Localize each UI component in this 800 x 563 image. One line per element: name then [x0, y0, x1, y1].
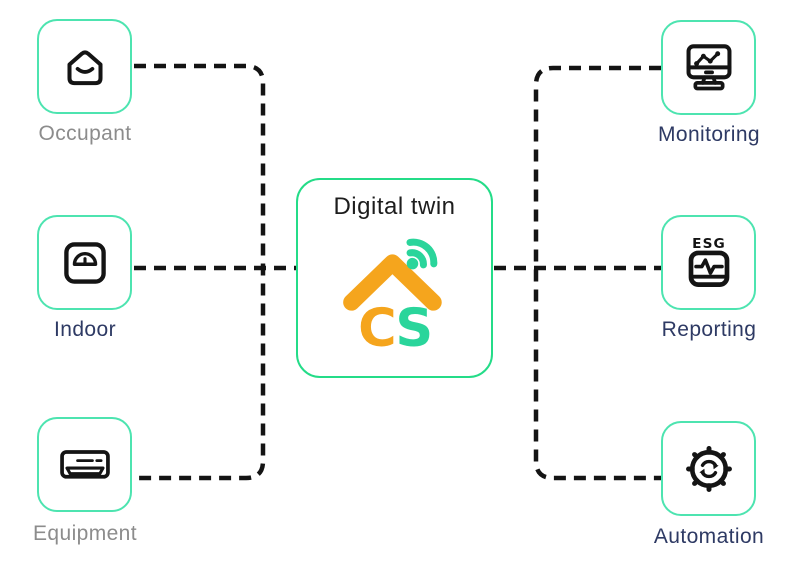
node-equipment — [37, 417, 132, 512]
roof-shape — [342, 254, 442, 311]
esg-report-icon: ESG — [688, 235, 729, 287]
node-label-occupant: Occupant — [38, 122, 132, 145]
node-occupant — [37, 19, 132, 114]
gear-sync-icon — [685, 445, 732, 492]
node-indoor — [37, 215, 132, 310]
center-node-digital-twin: Digital twin CS — [296, 178, 493, 378]
air-conditioner-icon — [59, 449, 110, 479]
node-automation — [661, 421, 756, 516]
cs-logo: CS — [342, 238, 442, 351]
node-label-equipment: Equipment — [33, 522, 137, 545]
node-label-indoor: Indoor — [54, 318, 116, 341]
connector-left-branch — [134, 63, 266, 481]
connector-right-branch — [533, 65, 661, 481]
node-label-monitoring: Monitoring — [657, 123, 761, 146]
scale-icon — [63, 241, 106, 284]
monitor-chart-icon — [686, 43, 731, 90]
esg-badge: ESG — [692, 235, 726, 251]
node-reporting: ESG — [661, 215, 756, 310]
node-label-automation: Automation — [653, 525, 765, 548]
logo-letters: CS — [358, 298, 432, 351]
house-smile-icon — [66, 49, 103, 85]
node-label-reporting: Reporting — [661, 318, 757, 341]
wifi-signal-icon — [405, 238, 437, 270]
node-monitoring — [661, 20, 756, 115]
digital-twin-title: Digital twin — [333, 193, 456, 220]
